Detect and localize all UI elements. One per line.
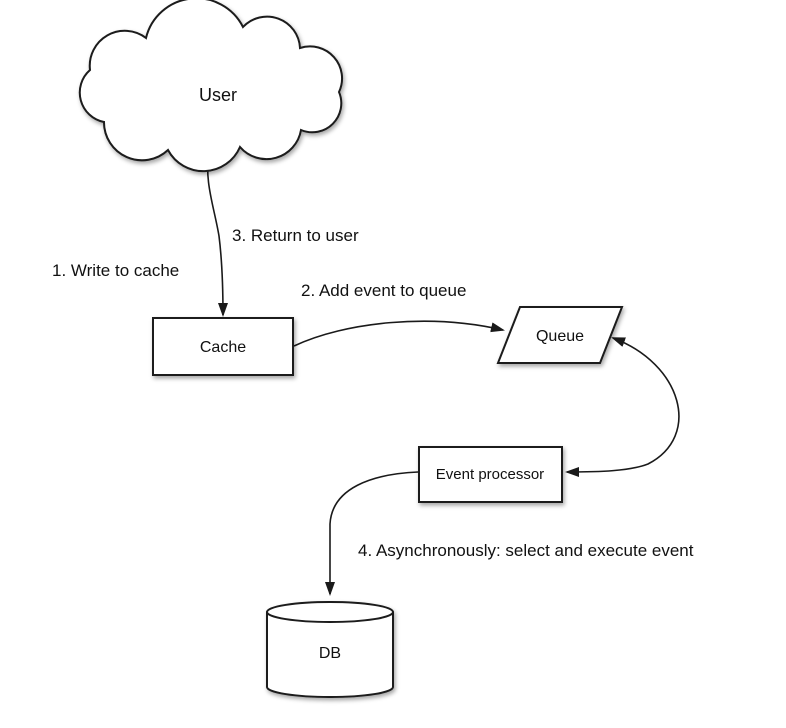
eventprocessor-to-db-arrow	[325, 471, 419, 596]
step1-label: 1. Write to cache	[52, 261, 179, 280]
cache-label: Cache	[200, 339, 246, 356]
db-node	[266, 601, 394, 698]
step3-label: 3. Return to user	[232, 226, 359, 245]
user-cloud-node	[78, 0, 344, 173]
step4-label: 4. Asynchronously: select and execute ev…	[358, 541, 694, 560]
queue-eventprocessor-double-arrow	[565, 337, 680, 477]
event-processor-label: Event processor	[436, 466, 544, 483]
db-label: DB	[319, 645, 341, 662]
user-label: User	[199, 85, 237, 105]
queue-node	[496, 306, 624, 364]
queue-label: Queue	[536, 328, 584, 345]
step2-label: 2. Add event to queue	[301, 281, 466, 300]
cache-node	[152, 317, 294, 376]
db-cylinder-top	[266, 601, 394, 623]
user-to-cache-arrow	[206, 149, 228, 317]
cache-to-queue-arrow	[293, 320, 505, 347]
event-processor-node	[418, 446, 563, 503]
db-cylinder-body	[266, 612, 394, 698]
